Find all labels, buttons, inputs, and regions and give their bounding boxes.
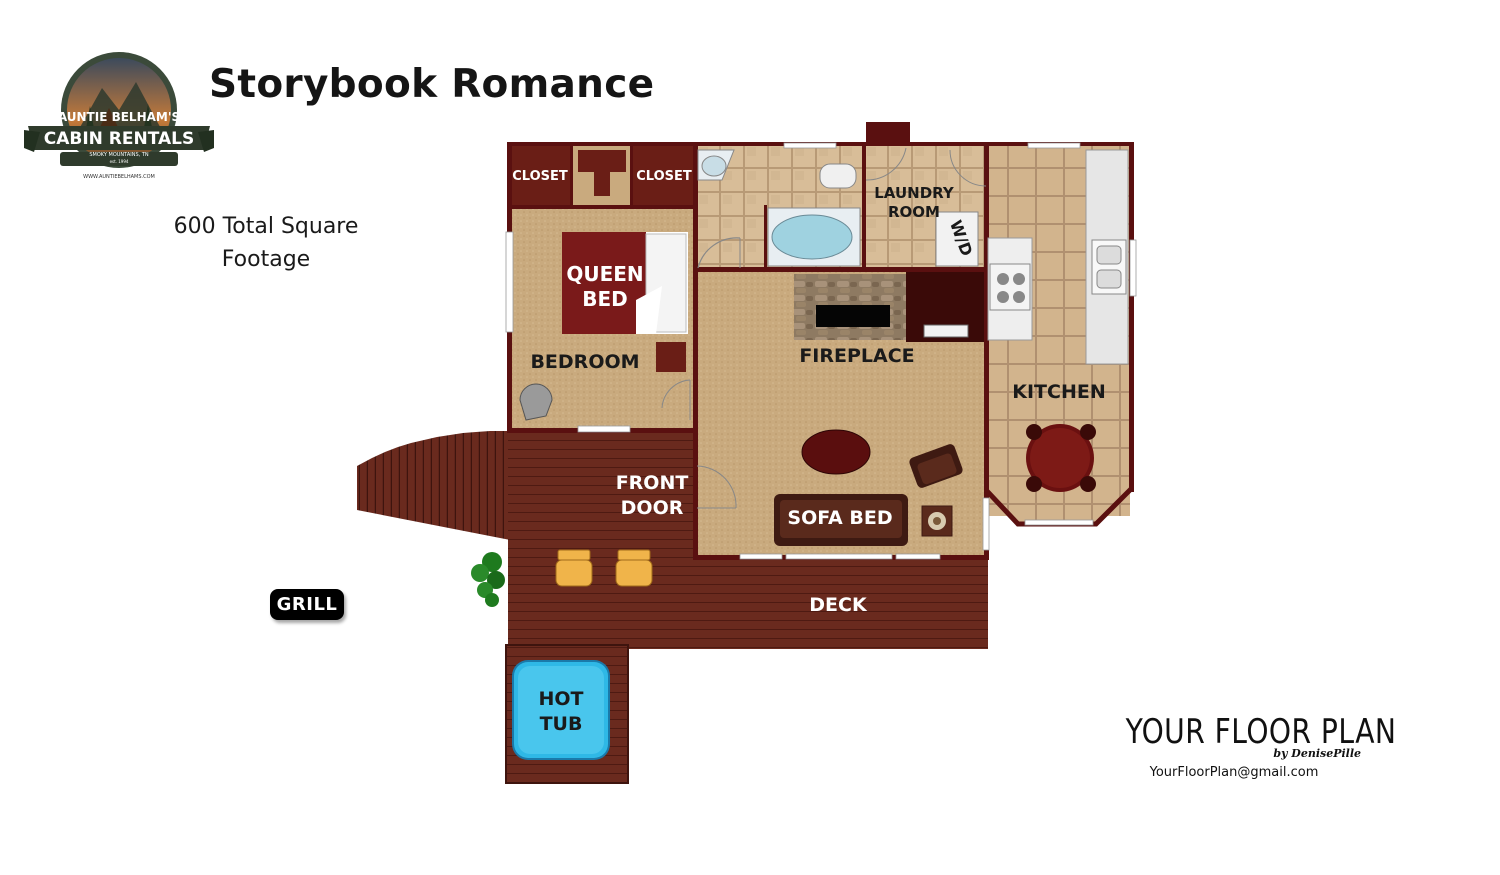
front-door-label-2: DOOR: [621, 497, 684, 519]
hot-tub: [512, 660, 610, 760]
floor-plan-brand: YOUR FLOOR PLAN by DenisePille: [1105, 712, 1397, 760]
bushes: [471, 552, 505, 607]
logo-line2: CABIN RENTALS: [44, 129, 195, 149]
page-title: Storybook Romance: [209, 62, 655, 107]
closet-left-label: CLOSET: [512, 169, 568, 184]
logo-est: est. 1994: [110, 159, 129, 164]
bedroom-furniture: [519, 232, 691, 421]
sofa-bed-label: SOFA BED: [787, 507, 892, 529]
brand-email: YourFloorPlan@gmail.com: [1149, 765, 1319, 780]
laundry-label-1: LAUNDRY: [874, 184, 955, 202]
brand-name: YOUR FLOOR PLAN: [1125, 712, 1397, 752]
deck-label: DECK: [809, 594, 868, 616]
deck-chairs: [555, 549, 653, 587]
brand-byline: by DenisePille: [1273, 747, 1361, 760]
closet-right-label: CLOSET: [636, 169, 692, 184]
square-footage: 600 Total Square Footage: [173, 214, 359, 272]
hot-tub-label-1: HOT: [538, 688, 583, 710]
grill-label: GRILL: [270, 589, 344, 620]
bathroom-fixtures: [697, 149, 861, 269]
deck: [505, 430, 988, 784]
logo-tagline: SMOKY MOUNTAINS, TN: [89, 152, 149, 158]
queen-bed-label-1: QUEEN: [566, 262, 643, 286]
kitchen-label: KITCHEN: [1012, 381, 1105, 403]
queen-bed-label-2: BED: [582, 287, 628, 311]
living-furniture: [696, 429, 963, 546]
fireplace-label: FIREPLACE: [799, 345, 914, 367]
logo-line1: AUNTIE BELHAM'S: [58, 110, 180, 124]
laundry-label-2: ROOM: [888, 203, 940, 221]
hot-tub-label-2: TUB: [540, 713, 583, 735]
front-door-label-1: FRONT: [616, 472, 689, 494]
kitchen-fixtures: [987, 149, 1129, 492]
bedroom-label: BEDROOM: [530, 351, 639, 373]
stairs: [357, 431, 510, 540]
cabin-rentals-logo: AUNTIE BELHAM'S CABIN RENTALS SMOKY MOUN…: [24, 52, 214, 180]
fireplace: [794, 272, 984, 342]
laundry-fixtures: [865, 147, 987, 267]
logo-website: WWW.AUNTIEBELHAMS.COM: [83, 174, 155, 180]
